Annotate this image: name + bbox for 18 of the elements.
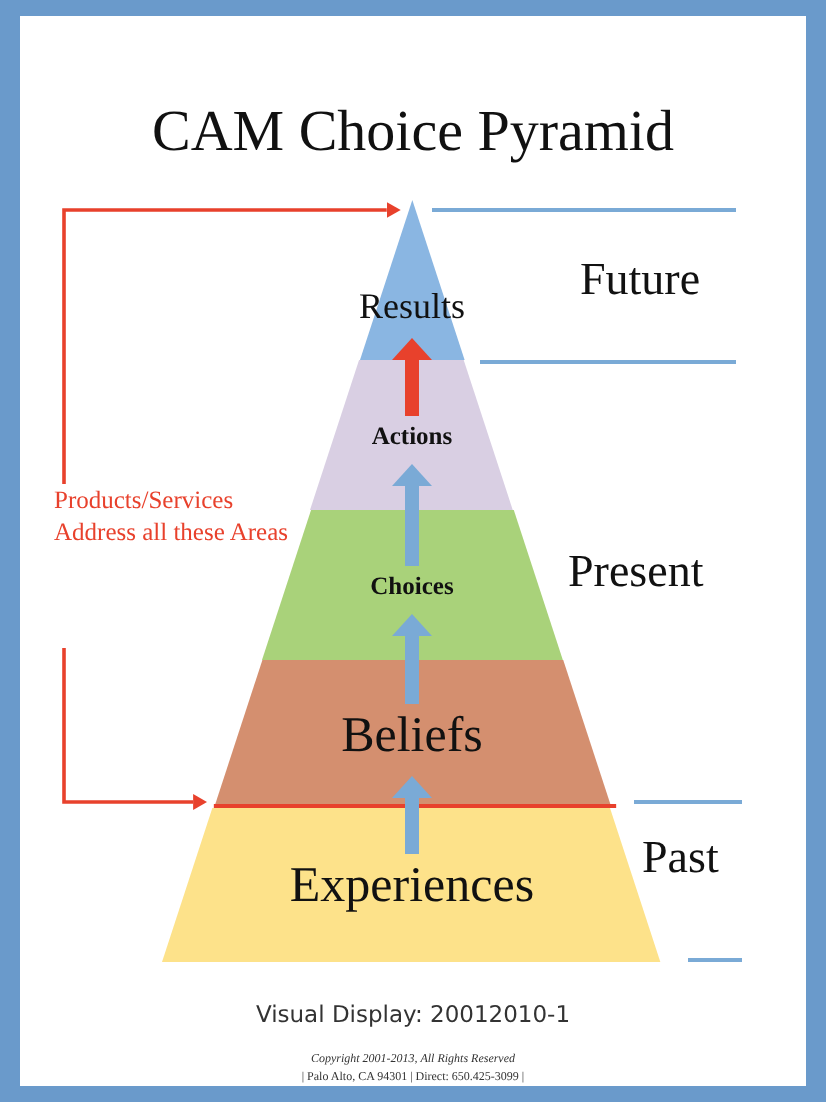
arrow bbox=[62, 202, 401, 484]
arrow bbox=[62, 648, 208, 810]
layer-label: Actions bbox=[371, 423, 453, 449]
layer-label: Experiences bbox=[289, 861, 535, 911]
display-number: Visual Display: 20012010-1 bbox=[253, 1004, 573, 1027]
arrow bbox=[392, 464, 432, 566]
arrow bbox=[392, 776, 432, 854]
note-text: Products/Services Address all these Areas bbox=[54, 484, 294, 548]
layer-label: Beliefs bbox=[341, 711, 483, 761]
pyramid-layer bbox=[213, 660, 611, 808]
pyramid-layer bbox=[310, 360, 514, 510]
arrow bbox=[392, 338, 432, 416]
title: CAM Choice Pyramid bbox=[150, 100, 676, 166]
time-label: Future bbox=[580, 256, 701, 302]
time-label: Past bbox=[642, 834, 719, 880]
arrow bbox=[392, 614, 432, 704]
layer-label: Choices bbox=[370, 573, 454, 599]
time-label: Present bbox=[568, 548, 704, 594]
